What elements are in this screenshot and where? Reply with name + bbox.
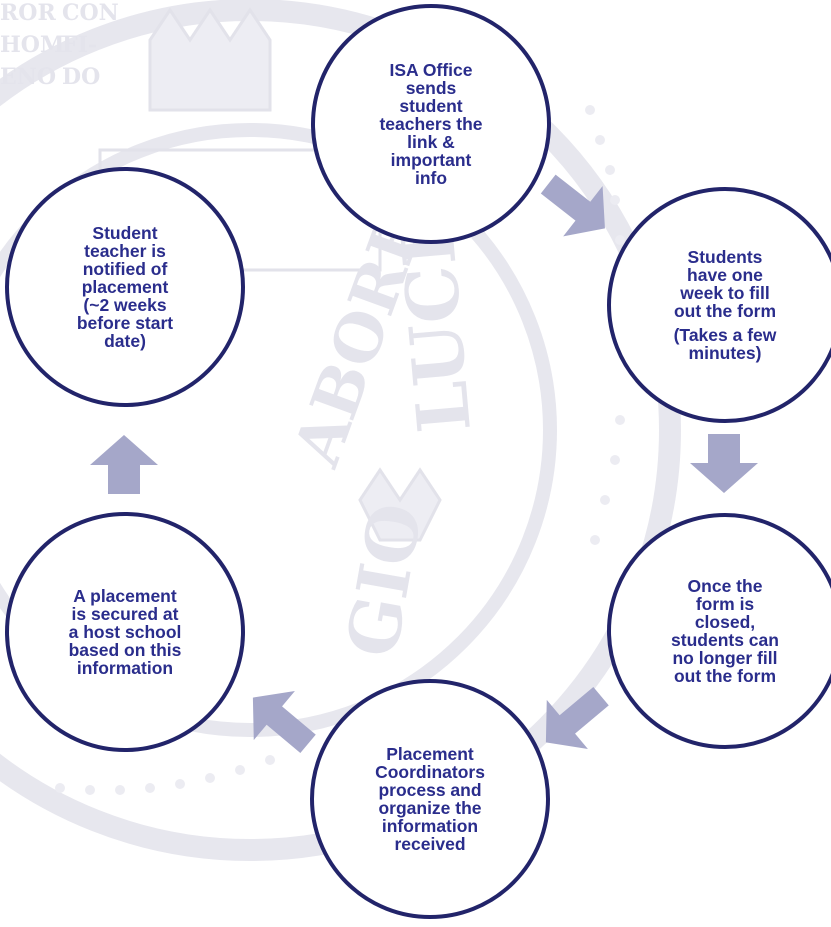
seal-letter: ROR <box>0 0 56 26</box>
arrow-step4-to-step5 <box>252 691 316 754</box>
arrow-step1-to-step2 <box>540 174 605 237</box>
step-placement-secured: A placement is secured at a host school … <box>5 512 245 752</box>
seal-letter: HOM <box>0 32 64 58</box>
seal-letter: DO <box>62 64 100 90</box>
step-text: Placement Coordinators process and organ… <box>375 744 485 854</box>
arrow-step2-to-step3 <box>690 434 758 493</box>
step-coordinators-process: Placement Coordinators process and organ… <box>310 679 550 919</box>
step-isa-office-sends-link: ISA Office sends student teachers the li… <box>311 4 551 244</box>
step-text: A placement is secured at a host school … <box>68 586 182 678</box>
step-student-notified: Student teacher is notified of placement… <box>5 167 245 407</box>
step-note: (Takes a few minutes) <box>673 325 777 363</box>
seal-letter: ENO <box>0 64 56 90</box>
step-text: Once the form is closed, students can no… <box>671 576 779 686</box>
step-form-closed: Once the form is closed, students can no… <box>607 513 831 749</box>
seal-letter: CON <box>62 0 119 26</box>
step-students-fill-form: Students have one week to fill out the f… <box>607 187 831 423</box>
seal-letter: FI- <box>62 32 97 58</box>
arrow-step3-to-step4 <box>545 686 609 749</box>
step-text: ISA Office sends student teachers the li… <box>379 60 483 188</box>
step-text: Students have one week to fill out the f… <box>673 247 777 321</box>
arrow-step5-to-step6 <box>90 435 158 494</box>
step-text: Student teacher is notified of placement… <box>76 223 174 351</box>
